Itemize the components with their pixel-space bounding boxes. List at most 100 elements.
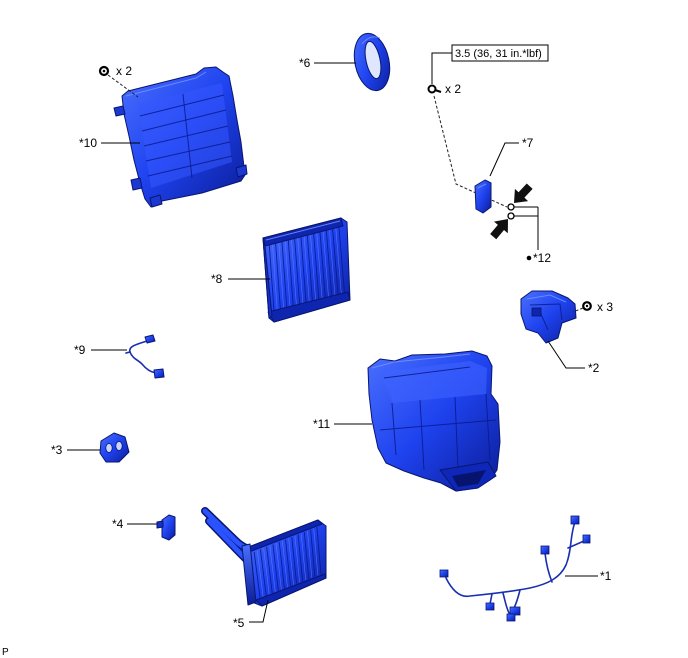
part-5-fin xyxy=(253,551,261,598)
part-3-body xyxy=(99,432,130,463)
part-8-fin xyxy=(297,236,304,307)
part-11-callout: *11 xyxy=(313,417,330,431)
part-10-divider xyxy=(182,93,193,179)
part-2-motor xyxy=(520,290,577,344)
part-7-fastener-path xyxy=(433,95,508,208)
part-8-fin xyxy=(329,228,336,299)
part-8-fin xyxy=(325,228,333,300)
part-8-side-plate xyxy=(262,237,273,319)
part-6-opening xyxy=(364,40,382,80)
part-5-fin xyxy=(297,534,304,582)
part-5-fin xyxy=(266,546,273,594)
part-8-highlight xyxy=(265,220,341,241)
part-8-fin xyxy=(275,241,282,313)
part-12-leader xyxy=(514,206,539,250)
part-6-highlight xyxy=(361,36,381,45)
part-12-ring-lower xyxy=(507,212,515,220)
part-3-hole xyxy=(105,443,113,453)
part-3-callout: *3 xyxy=(51,443,63,457)
part-5-fin xyxy=(282,540,288,588)
figure-code: P xyxy=(2,647,9,658)
part-7-callout: *7 xyxy=(522,136,534,150)
part-10-tab xyxy=(149,194,163,208)
part-12-dot xyxy=(526,255,532,261)
part-10-rib xyxy=(139,94,225,117)
part-1-connector xyxy=(570,515,580,525)
part-7-leader xyxy=(489,142,519,177)
part-1-branch xyxy=(489,593,493,605)
part-5-fin xyxy=(256,550,264,597)
part-10-callout: *10 xyxy=(79,136,97,150)
part-8-fin xyxy=(306,233,314,305)
part-1-wire-harness xyxy=(439,515,591,622)
part-8-fin xyxy=(319,230,326,301)
part-6-callout: *6 xyxy=(299,56,311,70)
part-10-rib xyxy=(147,155,233,177)
part-9-cable xyxy=(128,340,157,374)
part-5-fin xyxy=(275,543,282,590)
part-8-fin xyxy=(313,232,320,303)
part-8-fin xyxy=(303,234,310,306)
part-4-tab xyxy=(156,520,164,529)
part-3-grommet xyxy=(99,432,130,463)
part-5-fin xyxy=(313,528,319,576)
part-8-fin xyxy=(287,238,294,310)
part-1-connector xyxy=(439,569,449,578)
bolt-shaft xyxy=(434,89,442,93)
part-5-fin xyxy=(263,548,270,595)
part-11-rib xyxy=(379,366,497,471)
part-8-fins xyxy=(268,225,346,315)
part-9-callout: *9 xyxy=(74,343,86,357)
part-5-fin xyxy=(303,532,310,579)
part-2-callout: *2 xyxy=(588,361,600,375)
part-8-fin xyxy=(278,240,285,312)
part-8-fin xyxy=(310,232,317,304)
part-5-heater-core xyxy=(201,507,327,607)
part-8-callout: *8 xyxy=(211,272,223,286)
part-1-branch xyxy=(513,589,521,609)
part-5-fin xyxy=(285,539,291,587)
part-11-duct-opening xyxy=(452,470,486,487)
part-8-fin xyxy=(335,226,342,297)
part-8-fin xyxy=(294,236,301,308)
part-8-fin xyxy=(284,239,291,311)
part-11-highlight xyxy=(371,353,471,369)
part-4-callout: *4 xyxy=(112,517,124,531)
part-10-edge-highlight xyxy=(125,71,207,97)
part-7-body xyxy=(474,179,492,214)
part-5-fin xyxy=(269,545,276,592)
part-5-fin xyxy=(310,529,316,577)
part-7-highlight xyxy=(477,183,487,189)
part-5-fins xyxy=(253,527,322,598)
part-5-leader xyxy=(249,599,269,623)
part-10-fastener-path xyxy=(107,74,139,98)
part-8-bottom-header xyxy=(267,291,351,323)
part-9-branch xyxy=(125,351,131,354)
part-5-fin xyxy=(300,533,307,581)
part-4-clip xyxy=(156,514,176,541)
part-5-fin xyxy=(272,544,279,591)
part-5-fin xyxy=(307,530,313,578)
part-8-fin xyxy=(338,225,346,296)
part-5-side-tank xyxy=(241,543,257,606)
part-8-fin xyxy=(332,227,339,298)
part-5-bottom-header xyxy=(255,573,327,607)
bolt-center xyxy=(585,304,589,308)
part-2-fastener-path xyxy=(572,307,584,313)
part-5-fin xyxy=(316,527,322,575)
arrow-icon xyxy=(490,219,508,240)
part-5-fin xyxy=(288,538,294,585)
part-8-fin xyxy=(291,237,297,309)
part-10-tab xyxy=(130,177,143,191)
part-7-block xyxy=(474,179,492,214)
part-4-body xyxy=(161,514,176,541)
part-10-cover xyxy=(113,66,248,208)
part-1-main-cable xyxy=(445,521,576,598)
part-9-connector xyxy=(153,368,165,379)
part-1-connector xyxy=(582,534,591,544)
part-1-branch xyxy=(544,552,553,583)
part-2-body xyxy=(520,290,577,344)
torque-spec-text: 3.5 (36, 31 in.*lbf) xyxy=(455,48,542,60)
part-12-callout: *12 xyxy=(533,251,551,265)
part-8-fin xyxy=(300,235,307,306)
